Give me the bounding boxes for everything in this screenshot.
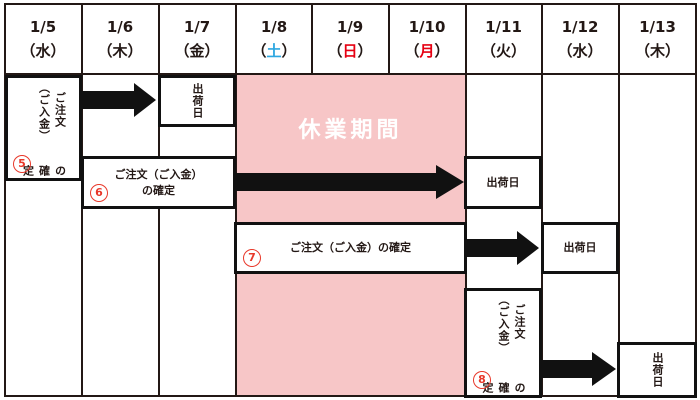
column-header-1-6: 1/6 （木）	[82, 3, 158, 75]
column-header-1-13: 1/13 （木）	[619, 3, 696, 75]
weekday-text: 水	[572, 42, 588, 60]
arrow-right-icon	[236, 165, 464, 199]
ship-date-box-4: 出荷日	[617, 342, 697, 398]
header-date: 1/5	[29, 18, 57, 36]
column-line	[235, 3, 237, 397]
ship-date-box-2: 出荷日	[464, 156, 542, 209]
ship-date-box-1: 出荷日	[158, 75, 236, 127]
ship-text: 出荷日	[651, 352, 664, 388]
arrow-right-icon	[542, 352, 616, 386]
weekday-text: 月	[419, 42, 435, 60]
order-text: ご注文（ご入金）	[114, 167, 203, 181]
column-header-1-10: 1/10 （月）	[389, 3, 465, 75]
confirm-text: の確定	[481, 381, 526, 394]
header-weekday: （水）	[20, 42, 66, 60]
weekday-text: 木	[649, 42, 665, 60]
order-text: ご注文（ご入金）	[497, 294, 526, 354]
arrow-right-icon	[467, 231, 539, 265]
header-date: 1/8	[260, 18, 288, 36]
ship-date-box-3: 出荷日	[541, 222, 619, 274]
weekday-text: 日	[342, 42, 358, 60]
order-confirm-box-7: ご注文（ご入金）の確定 7	[234, 222, 467, 274]
order-text: ご注文（ご入金）の確定	[290, 241, 411, 254]
column-header-1-7: 1/7 （金）	[159, 3, 235, 75]
ship-text: 出荷日	[191, 83, 204, 119]
order-confirm-box-6: ご注文（ご入金） の確定 6	[81, 156, 236, 209]
column-header-1-11: 1/11 （火）	[466, 3, 541, 75]
header-date: 1/6	[106, 18, 134, 36]
column-header-1-12: 1/12 （水）	[542, 3, 618, 75]
confirm-text: の確定	[142, 183, 175, 197]
header-date: 1/11	[485, 18, 522, 36]
column-line	[618, 3, 620, 397]
column-line	[388, 3, 390, 75]
header-weekday: （木）	[97, 42, 143, 60]
header-date: 1/10	[408, 18, 446, 36]
column-header-1-9: 1/9 （日）	[312, 3, 388, 75]
column-line	[311, 3, 313, 75]
column-header-1-5: 1/5 （水）	[5, 3, 81, 75]
step-marker-7: 7	[243, 249, 261, 267]
grid-outer-border	[4, 3, 697, 397]
header-weekday: （木）	[634, 42, 681, 60]
order-confirm-box-8: ご注文（ご入金） の確定 8	[464, 288, 542, 398]
header-date: 1/7	[183, 18, 211, 36]
column-line	[541, 3, 543, 397]
header-weekday: （月）	[404, 42, 450, 60]
order-confirm-box-5: ご注文（ご入金） の確定 5	[5, 75, 82, 181]
header-divider	[4, 73, 697, 75]
holiday-period-label: 休業期間	[298, 118, 403, 143]
header-weekday: （金）	[174, 42, 220, 60]
header-weekday: （水）	[557, 42, 603, 60]
column-header-1-8: 1/8 （土）	[236, 3, 312, 75]
weekday-text: 火	[495, 42, 511, 60]
ship-text: 出荷日	[486, 175, 520, 189]
step-marker-8: 8	[473, 371, 491, 389]
ship-text: 出荷日	[563, 241, 597, 254]
header-date: 1/13	[639, 18, 676, 36]
order-text: ご注文（ご入金）	[37, 82, 67, 142]
confirm-text: の確定	[21, 165, 67, 178]
header-weekday: （土）	[251, 42, 297, 60]
step-marker-6: 6	[90, 184, 108, 202]
weekday-text: 水	[35, 42, 51, 60]
header-date: 1/9	[336, 18, 364, 36]
weekday-text: 金	[189, 42, 205, 60]
header-weekday: （日）	[327, 42, 373, 60]
step-marker-5: 5	[13, 155, 31, 173]
header-weekday: （火）	[480, 42, 527, 60]
weekday-text: 木	[112, 42, 128, 60]
weekday-text: 土	[266, 42, 282, 60]
header-date: 1/12	[561, 18, 599, 36]
arrow-right-icon	[82, 83, 156, 117]
